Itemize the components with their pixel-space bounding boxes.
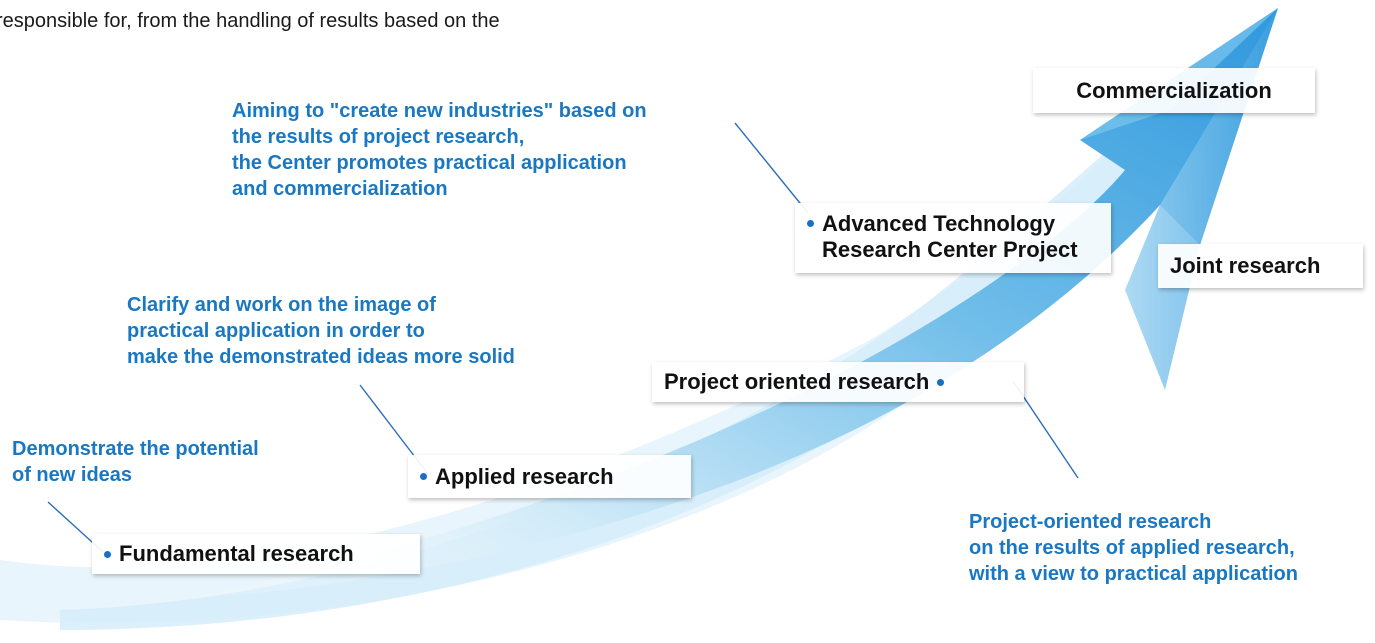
stage-label: Project oriented research — [664, 369, 930, 394]
note-project-oriented: Project-oriented research on the results… — [969, 511, 1298, 585]
swoosh-ribbon-mid — [60, 110, 1180, 630]
note-advanced: Aiming to "create new industries" based … — [232, 100, 647, 200]
stage-project-oriented-research: Project oriented research — [652, 362, 1024, 402]
bullet-dot — [420, 473, 427, 480]
stage-commercialization: Commercialization — [1033, 68, 1315, 113]
bullet-dot — [807, 220, 814, 227]
stage-advanced-technology-research-center-project: Advanced Technology Research Center Proj… — [795, 203, 1111, 273]
stage-label: Commercialization — [1076, 77, 1272, 103]
main-arrow-body — [180, 8, 1278, 600]
stage-applied-research: Applied research — [408, 455, 691, 498]
leader-line-advanced — [734, 122, 809, 214]
stage-joint-research: Joint research — [1158, 244, 1363, 288]
stage-label: Applied research — [435, 463, 614, 489]
stage-label: Advanced Technology Research Center Proj… — [822, 211, 1078, 262]
stage-fundamental-research: Fundamental research — [92, 534, 420, 574]
note-fundamental: Demonstrate the potential of new ideas — [12, 438, 259, 486]
intro-text: responsible for, from the handling of re… — [0, 10, 500, 32]
bullet-dot — [937, 378, 945, 386]
stage-label: Joint research — [1170, 253, 1321, 278]
stage-label: Fundamental research — [119, 541, 354, 566]
bullet-dot — [104, 550, 111, 558]
note-applied: Clarify and work on the image of practic… — [127, 294, 515, 368]
